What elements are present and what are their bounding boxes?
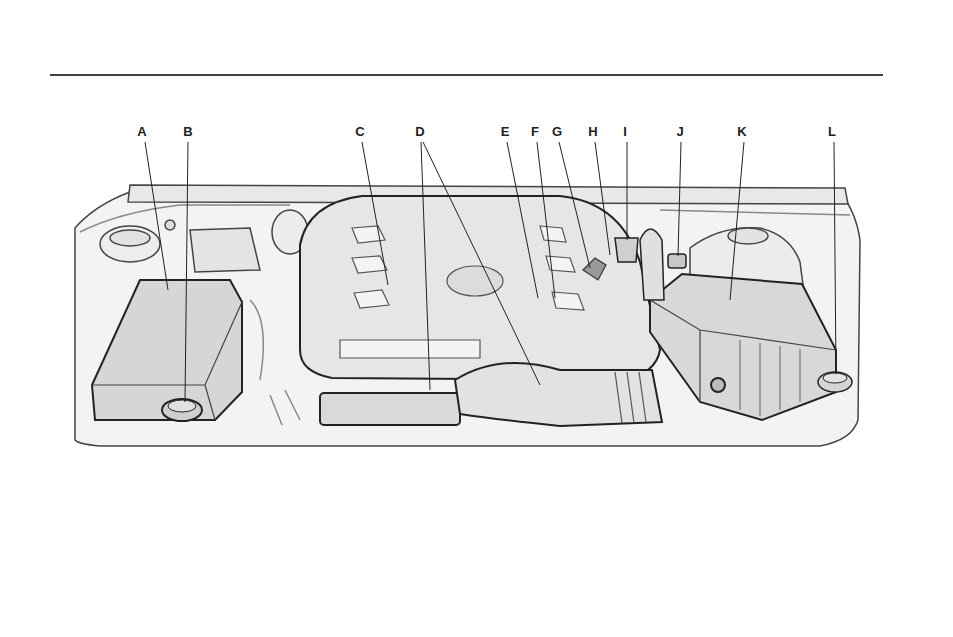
leader-lines	[145, 142, 836, 402]
callout-letter: K	[737, 125, 746, 139]
callout-letter: A	[137, 125, 146, 139]
callout-letter: I	[623, 125, 627, 139]
callout-letter: H	[588, 125, 597, 139]
callout-letter: F	[531, 125, 539, 139]
callout-letter: L	[828, 125, 836, 139]
air-cleaner	[650, 274, 836, 420]
callout-letter: E	[501, 125, 510, 139]
engine-bay	[75, 185, 860, 446]
callout-letter: J	[676, 125, 683, 139]
intake-duct	[320, 363, 662, 426]
callout-letter: D	[415, 125, 424, 139]
callout-letter: G	[552, 125, 562, 139]
callout-letter: C	[355, 125, 364, 139]
header-rule	[50, 74, 883, 76]
fuse-block	[92, 280, 242, 421]
callout-letter: B	[183, 125, 192, 139]
misc-components	[615, 229, 852, 392]
